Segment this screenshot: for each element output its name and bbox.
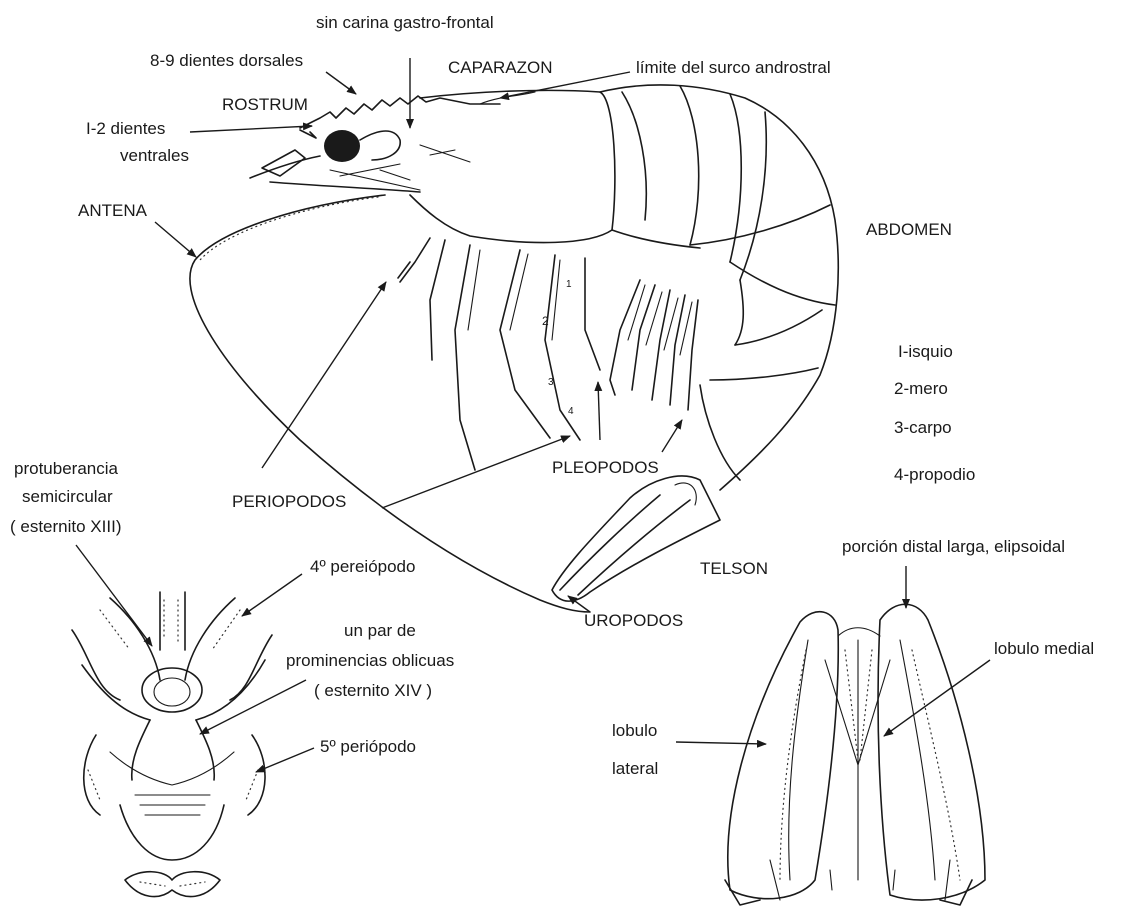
arrow-antena (155, 222, 196, 257)
label-caparazon: CAPARAZON (448, 58, 553, 77)
label-dientes-ventrales-1: I-2 dientes (86, 119, 165, 138)
label-sin-carina: sin carina gastro-frontal (316, 13, 494, 32)
arrow-protuberancia (76, 545, 152, 646)
label-antena: ANTENA (78, 201, 148, 220)
carapace (410, 90, 615, 242)
eye (324, 130, 360, 162)
label-protuberancia-3: ( esternito XIII) (10, 517, 121, 536)
arrow-5-periopodo (256, 748, 314, 772)
antenna-flagellum (190, 195, 590, 612)
seg-number-1: 1 (566, 279, 572, 290)
seg-number-4: 4 (568, 406, 574, 417)
rostrum (300, 96, 500, 128)
label-prominencias-3: ( esternito XIV ) (314, 681, 432, 700)
arrow-pleopodos-1 (598, 382, 600, 440)
label-rostrum: ROSTRUM (222, 95, 308, 114)
label-prominencias-2: prominencias oblicuas (286, 651, 454, 670)
arrow-pleopodos-2 (662, 420, 682, 452)
pereiopods (398, 238, 600, 470)
arrow-periopodos-2 (382, 436, 570, 508)
tail-fan (552, 476, 720, 601)
label-abdomen: ABDOMEN (866, 220, 952, 239)
label-lobulo-lateral-1: lobulo (612, 721, 657, 740)
seg-number-2: 2 (542, 314, 549, 328)
label-dientes-ventrales-2: ventrales (120, 146, 189, 165)
label-isquio: I-isquio (898, 342, 953, 361)
label-pleopodos: PLEOPODOS (552, 458, 659, 477)
label-telson: TELSON (700, 559, 768, 578)
label-propodio: 4-propodio (894, 465, 975, 484)
label-periopodos: PERIOPODOS (232, 492, 346, 511)
label-mero: 2-mero (894, 379, 948, 398)
shrimp-lateral-view: 1 2 3 4 (190, 85, 838, 612)
label-protuberancia-2: semicircular (22, 487, 113, 506)
label-lobulo-lateral-2: lateral (612, 759, 658, 778)
arrow-prominencias (200, 680, 306, 734)
arrow-lobulo-lateral (676, 742, 766, 744)
label-porcion-distal: porción distal larga, elipsoidal (842, 537, 1065, 556)
arrow-periopodos-1 (262, 282, 386, 468)
label-carpo: 3-carpo (894, 418, 952, 437)
label-prominencias-1: un par de (344, 621, 416, 640)
label-lobulo-medial: lobulo medial (994, 639, 1094, 658)
abdomen-segments (600, 85, 838, 490)
label-protuberancia-1: protuberancia (14, 459, 119, 478)
arrow-dientes-ventrales (190, 126, 312, 132)
label-5-periopodo: 5º periópodo (320, 737, 416, 756)
arrow-dientes-dorsales (326, 72, 356, 94)
sternum-view (72, 592, 272, 897)
seg-number-3: 3 (548, 377, 554, 388)
label-limite-surco: límite del surco androstral (636, 58, 831, 77)
pleopods (610, 280, 698, 410)
label-dientes-dorsales: 8-9 dientes dorsales (150, 51, 303, 70)
petasma-view (725, 604, 985, 905)
label-4-pereiopodo: 4º pereiópodo (310, 557, 415, 576)
arrow-4-pereiopodo (242, 574, 302, 616)
label-uropodos: UROPODOS (584, 611, 683, 630)
arrow-lobulo-medial (884, 660, 990, 736)
